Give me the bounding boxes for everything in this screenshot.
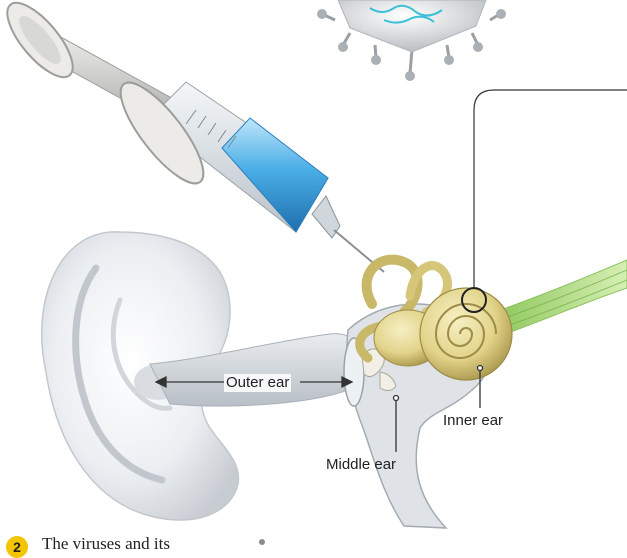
middle-ear-label: Middle ear (326, 456, 396, 474)
syringe (0, 0, 384, 272)
outer-ear-label: Outer ear (224, 374, 291, 392)
inner-ear-label: Inner ear (443, 412, 503, 430)
virus-particle (317, 0, 506, 81)
step-number-badge: 2 (6, 536, 28, 558)
virus-particle-small (259, 539, 265, 545)
step-caption: The viruses and its (42, 534, 170, 554)
